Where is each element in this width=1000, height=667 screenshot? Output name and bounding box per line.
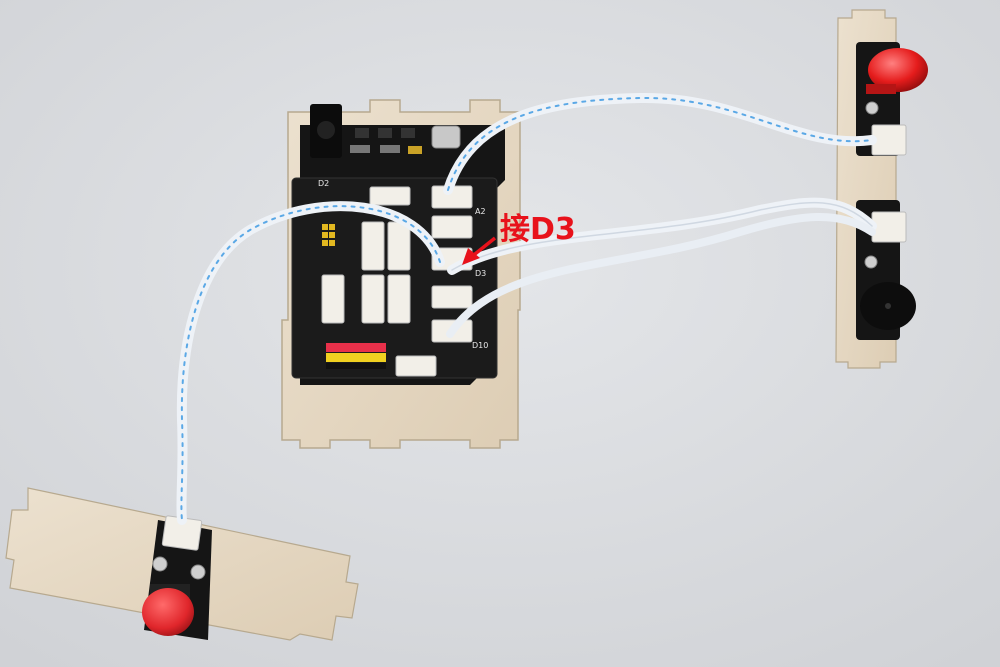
annotation-label: 接D3	[500, 212, 576, 247]
usb-c-port	[431, 125, 461, 149]
port-label-d3: D3	[475, 269, 486, 278]
pin-header-strip	[326, 343, 386, 369]
cable-d10-buzzer	[446, 213, 876, 338]
red-push-button	[142, 588, 194, 636]
yellow-header	[322, 224, 335, 246]
port-label-d10: D10	[472, 341, 488, 350]
port-label-a2: A2	[475, 207, 486, 216]
red-led	[868, 48, 928, 92]
buzzer-socket	[871, 211, 907, 243]
cables	[176, 92, 877, 525]
port-label-d2: D2	[318, 179, 329, 188]
button-module	[5, 487, 359, 641]
led-socket	[871, 124, 907, 156]
cable-button	[176, 201, 445, 525]
sensor-sockets	[321, 185, 473, 377]
annotation-arrow	[462, 236, 497, 265]
led-buzzer-module	[835, 9, 928, 369]
controller-board: A2 D3 D10 D2	[281, 99, 521, 449]
